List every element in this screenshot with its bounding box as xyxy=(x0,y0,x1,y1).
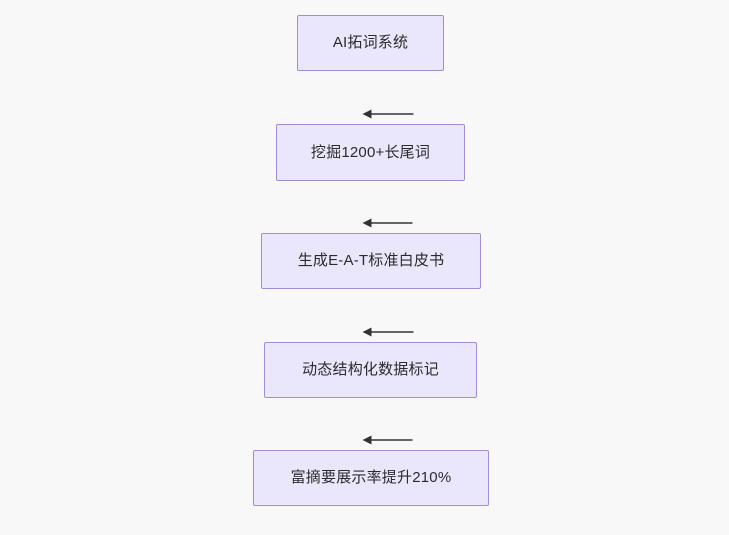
node-label: 挖掘1200+长尾词 xyxy=(310,143,431,161)
flowchart-node-generate-eat-whitepaper[interactable]: 生成E-A-T标准白皮书 xyxy=(261,233,481,289)
node-label: AI拓词系统 xyxy=(332,34,409,51)
flowchart-node-mine-longtail-keywords[interactable]: 挖掘1200+长尾词 xyxy=(276,124,465,181)
node-label: 动态结构化数据标记 xyxy=(302,361,439,378)
flowchart-node-rich-snippet-impression-uplift[interactable]: 富摘要展示率提升210% xyxy=(253,450,489,506)
node-label: 富摘要展示率提升210% xyxy=(290,469,452,486)
flowchart-node-dynamic-structured-data-markup[interactable]: 动态结构化数据标记 xyxy=(264,342,477,398)
node-label: 生成E-A-T标准白皮书 xyxy=(297,252,445,269)
flowchart-node-ai-keyword-system[interactable]: AI拓词系统 xyxy=(297,15,444,71)
